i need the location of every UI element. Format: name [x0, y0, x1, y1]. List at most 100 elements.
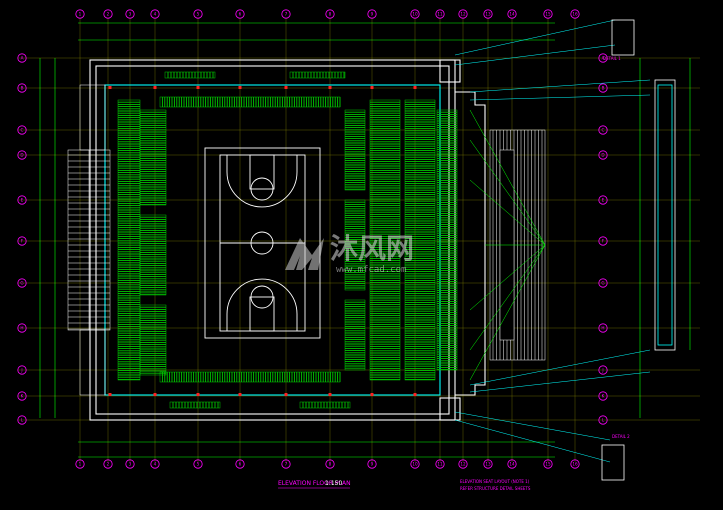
column-marker [196, 393, 200, 396]
svg-text:K: K [602, 394, 605, 399]
column-marker [413, 86, 417, 89]
seat-block [436, 109, 458, 371]
grid-bubble-right: K [598, 391, 608, 401]
seat-block [139, 109, 167, 206]
svg-text:14: 14 [509, 462, 515, 467]
svg-text:2: 2 [107, 462, 110, 467]
seat-block [289, 71, 346, 79]
seat-block [404, 99, 436, 381]
svg-text:10: 10 [412, 12, 418, 17]
grid-bubble-top: 10 [410, 9, 420, 19]
svg-text:E: E [602, 198, 605, 203]
grid-bubble-bottom: 2 [103, 459, 113, 469]
svg-text:8: 8 [329, 462, 332, 467]
svg-text:9: 9 [371, 462, 374, 467]
column-markers [108, 86, 417, 396]
axis-grid-lines [18, 18, 700, 462]
grid-bubble-left: A [17, 53, 27, 63]
grid-bubble-right: L [598, 415, 608, 425]
svg-text:16: 16 [572, 12, 578, 17]
svg-text:K: K [21, 394, 24, 399]
svg-text:1: 1 [79, 12, 82, 17]
right-elevation-detail [601, 19, 676, 481]
grid-bubbles: 1122334455667788991010111112121313141415… [17, 9, 608, 469]
grid-bubble-bottom: 6 [235, 459, 245, 469]
grid-bubble-bottom: 3 [125, 459, 135, 469]
watermark: 沐风网 www.mfcad.com [285, 232, 414, 275]
svg-text:F: F [21, 239, 24, 244]
left-stair-block [67, 84, 111, 396]
column-marker [370, 86, 374, 89]
leader-lines [454, 19, 651, 463]
grid-bubble-top: 3 [125, 9, 135, 19]
column-marker [328, 393, 332, 396]
seat-block [164, 71, 216, 79]
grid-bubble-top: 12 [458, 9, 468, 19]
watermark-logo-icon [285, 238, 324, 270]
grid-bubble-bottom: 16 [570, 459, 580, 469]
seat-block [169, 401, 221, 409]
grid-bubble-bottom: 7 [281, 459, 291, 469]
svg-text:J: J [601, 368, 603, 373]
seat-block [344, 199, 366, 291]
seating-rows [117, 71, 458, 409]
grid-bubble-bottom: 14 [507, 459, 517, 469]
column-marker [196, 86, 200, 89]
svg-text:5: 5 [197, 462, 200, 467]
svg-text:9: 9 [371, 12, 374, 17]
grid-bubble-bottom: 11 [435, 459, 445, 469]
svg-text:14: 14 [509, 12, 515, 17]
grid-bubble-bottom: 8 [325, 459, 335, 469]
svg-text:16: 16 [572, 462, 578, 467]
seat-block [139, 214, 167, 296]
grid-bubble-bottom: 5 [193, 459, 203, 469]
svg-text:15: 15 [545, 462, 551, 467]
svg-text:C: C [21, 128, 24, 133]
grid-bubble-right: J [598, 365, 608, 375]
svg-text:13: 13 [485, 462, 491, 467]
svg-text:L: L [21, 418, 24, 423]
svg-text:G: G [601, 281, 604, 286]
grid-bubble-top: 5 [193, 9, 203, 19]
svg-text:6: 6 [239, 12, 242, 17]
grid-bubble-bottom: 1 [75, 459, 85, 469]
drawing-caption: ELEVATION FLOOR PLAN [278, 480, 351, 487]
seat-block [344, 299, 366, 371]
svg-text:2: 2 [107, 12, 110, 17]
column-marker [238, 393, 242, 396]
column-marker [108, 393, 112, 396]
column-marker [238, 86, 242, 89]
grid-bubble-left: F [17, 236, 27, 246]
grid-bubble-top: 15 [543, 9, 553, 19]
svg-text:8: 8 [329, 12, 332, 17]
grid-bubble-right: H [598, 323, 608, 333]
svg-text:13: 13 [485, 12, 491, 17]
grid-bubble-left: G [17, 278, 27, 288]
grid-bubble-top: 4 [150, 9, 160, 19]
grid-bubble-bottom: 4 [150, 459, 160, 469]
grid-bubble-left: J [17, 365, 27, 375]
svg-text:C: C [602, 128, 605, 133]
svg-text:15: 15 [545, 12, 551, 17]
svg-text:5: 5 [197, 12, 200, 17]
grid-bubble-right: D [598, 150, 608, 160]
svg-text:10: 10 [412, 462, 418, 467]
svg-text:3: 3 [129, 462, 132, 467]
seat-block [299, 401, 351, 409]
svg-text:H: H [20, 326, 23, 331]
svg-text:F: F [602, 239, 605, 244]
column-marker [370, 393, 374, 396]
seat-block [117, 99, 141, 381]
basketball-court [204, 147, 321, 339]
grid-bubble-top: 8 [325, 9, 335, 19]
svg-text:7: 7 [285, 462, 288, 467]
grid-bubble-left: E [17, 195, 27, 205]
svg-text:H: H [601, 326, 604, 331]
grid-bubble-left: B [17, 83, 27, 93]
svg-text:3: 3 [129, 12, 132, 17]
column-marker [284, 86, 288, 89]
grid-bubble-left: L [17, 415, 27, 425]
column-marker [413, 393, 417, 396]
svg-text:B: B [21, 86, 24, 91]
